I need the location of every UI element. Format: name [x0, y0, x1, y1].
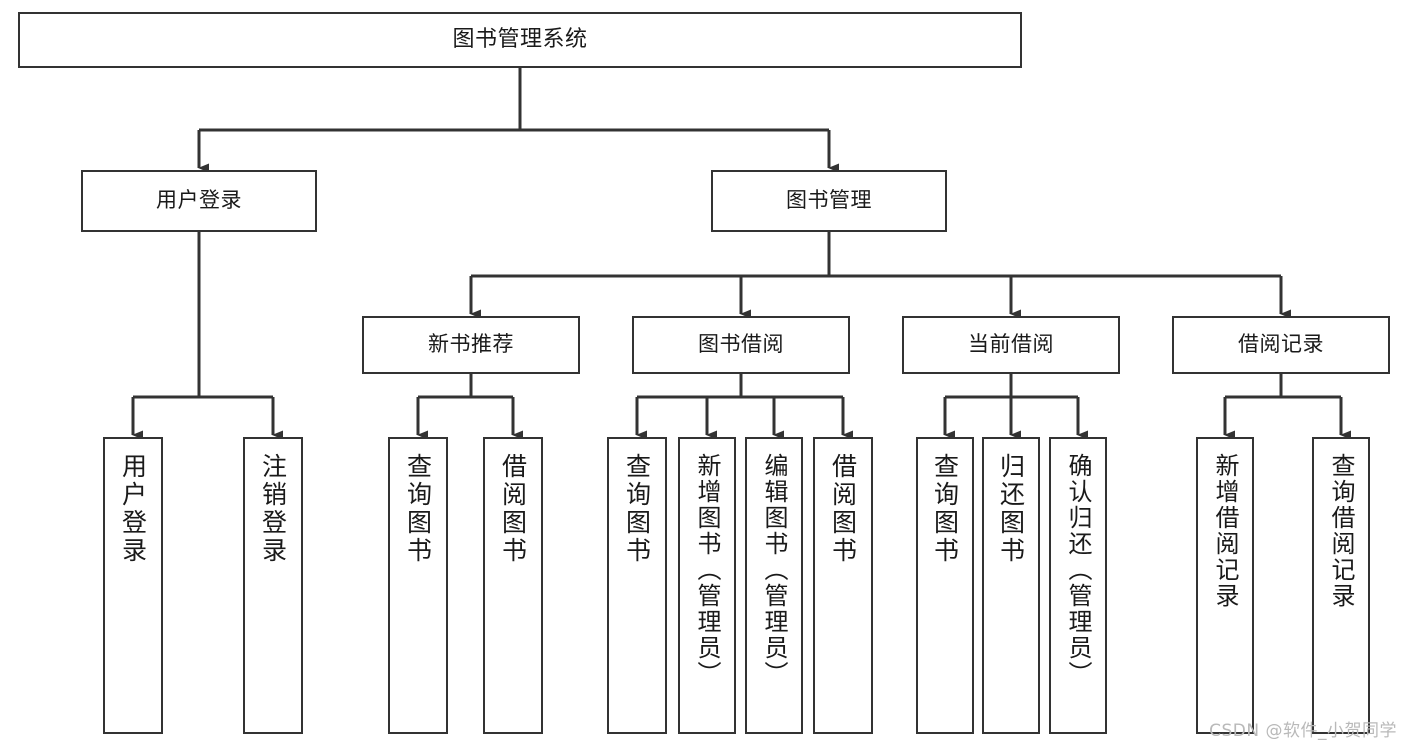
node-leaf-query-book-3[interactable]: 查询图书: [916, 437, 974, 734]
node-label: 新增图书（管理员）: [693, 453, 721, 687]
node-label: 借阅记录: [1238, 332, 1324, 357]
node-current-borrow[interactable]: 当前借阅: [902, 316, 1120, 374]
node-leaf-edit-book[interactable]: 编辑图书（管理员）: [745, 437, 803, 734]
node-label: 图书管理: [786, 188, 872, 213]
node-leaf-add-book[interactable]: 新增图书（管理员）: [678, 437, 736, 734]
node-book-borrow[interactable]: 图书借阅: [632, 316, 850, 374]
node-label: 用户登录: [118, 453, 148, 565]
node-label: 编辑图书（管理员）: [760, 453, 788, 687]
node-label: 用户登录: [156, 188, 242, 213]
node-label: 图书借阅: [698, 332, 784, 357]
node-leaf-query-book-2[interactable]: 查询图书: [607, 437, 667, 734]
node-book-manage[interactable]: 图书管理: [711, 170, 947, 232]
node-leaf-confirm-return[interactable]: 确认归还（管理员）: [1049, 437, 1107, 734]
node-label: 借阅图书: [498, 453, 528, 565]
node-leaf-query-record[interactable]: 查询借阅记录: [1312, 437, 1370, 734]
node-root[interactable]: 图书管理系统: [18, 12, 1022, 68]
node-borrow-record[interactable]: 借阅记录: [1172, 316, 1390, 374]
node-label: 新书推荐: [428, 332, 514, 357]
node-leaf-user-login[interactable]: 用户登录: [103, 437, 163, 734]
node-label: 确认归还（管理员）: [1064, 453, 1092, 687]
node-leaf-borrow-book-1[interactable]: 借阅图书: [483, 437, 543, 734]
node-user-login[interactable]: 用户登录: [81, 170, 317, 232]
node-leaf-query-book-1[interactable]: 查询图书: [388, 437, 448, 734]
node-label: 查询图书: [622, 453, 652, 565]
node-leaf-borrow-book-2[interactable]: 借阅图书: [813, 437, 873, 734]
node-label: 新增借阅记录: [1211, 453, 1239, 609]
node-label: 图书管理系统: [452, 26, 588, 52]
node-label: 查询图书: [930, 453, 960, 565]
node-new-book-rec[interactable]: 新书推荐: [362, 316, 580, 374]
node-label: 注销登录: [258, 453, 288, 565]
node-label: 借阅图书: [828, 453, 858, 565]
node-leaf-add-record[interactable]: 新增借阅记录: [1196, 437, 1254, 734]
node-label: 当前借阅: [968, 332, 1054, 357]
node-label: 归还图书: [996, 453, 1026, 565]
node-leaf-return-book[interactable]: 归还图书: [982, 437, 1040, 734]
node-label: 查询图书: [403, 453, 433, 565]
node-label: 查询借阅记录: [1327, 453, 1355, 609]
node-leaf-logout[interactable]: 注销登录: [243, 437, 303, 734]
watermark-label: CSDN @软件_小贺同学: [1209, 721, 1397, 741]
